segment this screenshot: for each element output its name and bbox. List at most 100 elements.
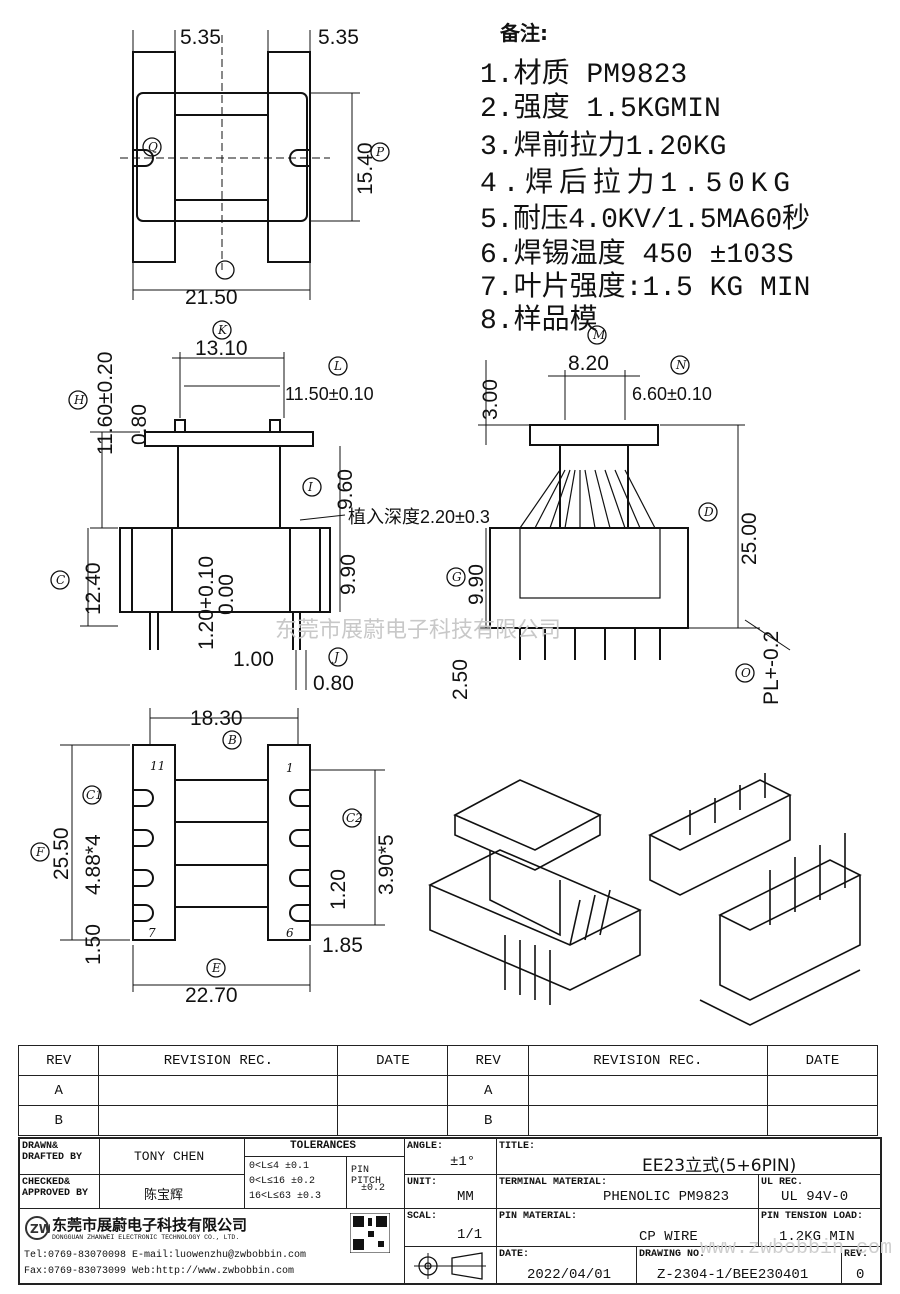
tolerances-cell: 0<L≤4 ±0.1 0<L≤16 ±0.2 16<L≤63 ±0.3 xyxy=(245,1157,347,1209)
drawing-no-label: DRAWING NO. xyxy=(639,1249,706,1260)
marker-q: Q xyxy=(148,140,158,154)
title-value: EE23立式(5+6PIN) xyxy=(642,1156,797,1176)
marker-n: N xyxy=(675,358,687,372)
angle-value: ±1° xyxy=(450,1154,476,1170)
side-view xyxy=(478,360,791,660)
title-cell: TITLE: EE23立式(5+6PIN) xyxy=(497,1139,880,1176)
marker-o: O xyxy=(741,666,751,680)
rev-cell: A xyxy=(17,1075,100,1106)
dim-top-right: 5.35 xyxy=(318,26,359,49)
ul-value: UL 94V-0 xyxy=(781,1189,849,1205)
dim-c: 12.40 xyxy=(82,562,105,615)
dim-pin: 2.50 xyxy=(449,659,472,700)
note-2: 2.强度 1.5KGMIN xyxy=(480,91,721,125)
isometric-view-left xyxy=(428,779,642,1005)
technical-drawing: 11 7 1 6 Q P K L H I C G J M N D O B F C… xyxy=(30,21,862,1026)
top-view xyxy=(120,30,360,300)
rev-rec-cell xyxy=(527,1075,768,1106)
dim-g2: 9.90 xyxy=(465,564,488,605)
pin-label-6: 6 xyxy=(286,926,294,940)
company-logo-icon: ZW xyxy=(25,1216,50,1240)
pin-material-label: PIN MATERIAL: xyxy=(499,1211,578,1222)
terminal-label: TERMINAL MATERIAL: xyxy=(499,1177,608,1188)
checked-value: 陈宝辉 xyxy=(144,1188,184,1203)
scale-value: 1/1 xyxy=(457,1227,483,1243)
dim-e2: 1.20 xyxy=(327,869,350,910)
dim-k: 13.10 xyxy=(195,337,248,360)
date-header-2: DATE xyxy=(766,1045,879,1076)
note-3: 3.焊前拉力1.20KG xyxy=(480,129,726,163)
date-header: DATE xyxy=(337,1045,449,1076)
note-5: 5.耐压4.0KV/1.5MA60秒 xyxy=(480,202,810,236)
marker-k: K xyxy=(217,323,228,337)
projection-symbol-icon xyxy=(414,1252,486,1280)
rev-header-2: REV xyxy=(447,1045,529,1076)
scale-label: SCAL: xyxy=(407,1211,438,1222)
rev-date-cell xyxy=(337,1105,449,1136)
angle-cell: ANGLE: ±1° xyxy=(405,1139,497,1175)
rev-value: 0 xyxy=(856,1267,865,1283)
pin-label-7: 7 xyxy=(148,926,156,940)
title-block: DRAWN& DRAFTED BY TONY CHEN CHECKED& APP… xyxy=(18,1137,892,1285)
watermark-url: www.zwbobbin.com xyxy=(700,1237,893,1260)
dim-e1: 1.50 xyxy=(82,924,105,965)
notes-heading: 备注: xyxy=(499,21,548,45)
marker-p: P xyxy=(375,145,385,159)
tension-cell: PIN TENSION LOAD: 1.2KG MIN xyxy=(759,1209,880,1247)
terminal-cell: TERMINAL MATERIAL: PHENOLIC PM9823 xyxy=(497,1175,759,1209)
revision-rec-header-2: REVISION REC. xyxy=(527,1045,768,1076)
revision-row: A A xyxy=(17,1075,879,1106)
dim-l: 11.50±0.10 xyxy=(285,384,374,404)
dim-d: 25.00 xyxy=(738,512,761,565)
revision-header-row: REV REVISION REC. DATE REV REVISION REC.… xyxy=(17,1045,879,1076)
dim-m: 8.20 xyxy=(568,352,609,375)
rev-label: REV. xyxy=(844,1249,869,1260)
drawing-no-cell: DRAWING NO. Z-2304-1/BEE230401 xyxy=(637,1247,842,1285)
dim-r1: 3.00 xyxy=(479,379,502,420)
date-label: DATE: xyxy=(499,1249,530,1260)
dim-top-width: 21.50 xyxy=(185,286,238,309)
dim-top-left: 5.35 xyxy=(180,26,221,49)
checked-cell: 陈宝辉 xyxy=(100,1175,245,1209)
marker-d: D xyxy=(703,505,714,519)
tol-1: 0<L≤4 ±0.1 xyxy=(249,1161,310,1172)
dim-i: 9.60 xyxy=(334,469,357,510)
tolerances-label-cell: TOLERANCES xyxy=(245,1139,405,1157)
checked-label-cell: CHECKED& APPROVED BY xyxy=(20,1175,100,1209)
pin-material-value: CP WIRE xyxy=(639,1229,698,1245)
dim-p1: 1.20+0.10 xyxy=(195,556,218,650)
rev-cell: A xyxy=(447,1075,529,1106)
date-value: 2022/04/01 xyxy=(527,1267,612,1283)
revision-row: B B xyxy=(17,1105,879,1136)
pin-label-11: 11 xyxy=(150,759,165,773)
drawn-label-cell: DRAWN& DRAFTED BY xyxy=(20,1139,100,1175)
note-1: 1.材质 PM9823 xyxy=(480,57,687,91)
pitch-label: PIN PITCH xyxy=(351,1165,382,1187)
marker-h: H xyxy=(73,393,85,407)
watermark: 东莞市展蔚电子科技有限公司 xyxy=(275,618,561,643)
marker-m: M xyxy=(592,328,606,342)
unit-cell: UNIT: MM xyxy=(405,1175,497,1209)
dim-h2: 0.80 xyxy=(128,404,151,445)
isometric-view-right xyxy=(648,773,862,1026)
rev-cell-tb: REV. 0 xyxy=(842,1247,880,1285)
marker-b: B xyxy=(227,733,237,747)
tension-value: 1.2KG MIN xyxy=(779,1229,855,1245)
rev-date-cell xyxy=(337,1075,449,1106)
dim-j1: 1.00 xyxy=(233,648,274,671)
dim-n: 6.60±0.10 xyxy=(632,384,712,404)
scale-cell: SCAL: 1/1 xyxy=(405,1209,497,1247)
rev-cell: B xyxy=(17,1105,100,1136)
dim-e: 22.70 xyxy=(185,984,238,1007)
drawing-no-value: Z-2304-1/BEE230401 xyxy=(657,1267,809,1283)
front-view xyxy=(80,352,346,690)
dim-depth: 植入深度2.20±0.3 xyxy=(348,507,490,527)
marker-f: F xyxy=(35,845,45,859)
svg-text:ZW: ZW xyxy=(30,1222,50,1236)
rev-date-cell xyxy=(766,1105,879,1136)
dim-c1: 4.88*4 xyxy=(82,834,105,895)
company-tel: Tel:0769-83070098 E-mail:luowenzhu@zwbob… xyxy=(24,1250,307,1261)
revision-table: REV REVISION REC. DATE REV REVISION REC.… xyxy=(17,1045,879,1136)
company-cn: 东莞市展蔚电子科技有限公司 xyxy=(52,1216,248,1234)
marker-c2: C2 xyxy=(346,811,363,825)
